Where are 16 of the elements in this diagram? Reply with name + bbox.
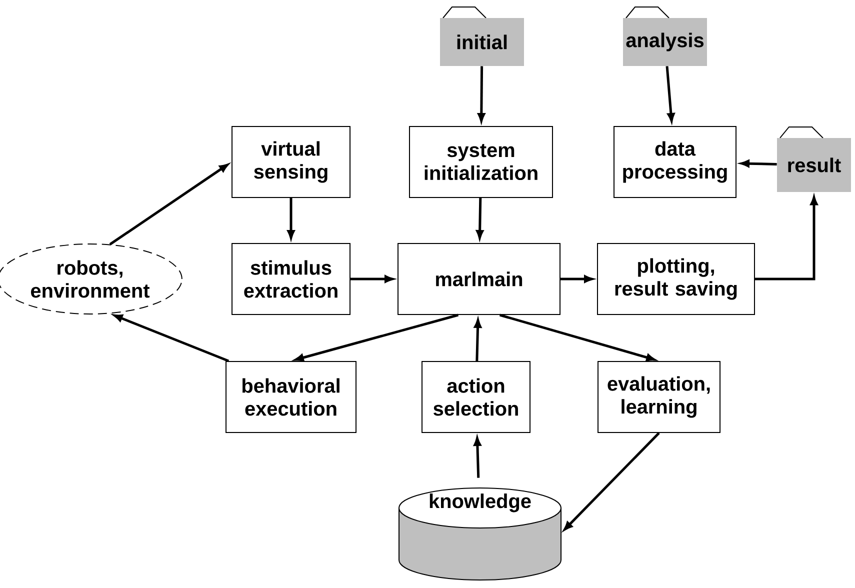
process-box: marlmain <box>398 243 560 315</box>
folder-box: result <box>777 126 851 192</box>
database-cylinder: knowledge <box>398 488 562 580</box>
process-box: data processing <box>614 126 736 198</box>
folder-box: initial <box>440 6 524 66</box>
process-box: virtual sensing <box>232 126 350 198</box>
process-box: stimulus extraction <box>232 243 350 315</box>
process-box: behavioral execution <box>226 361 356 433</box>
process-box: system initialization <box>409 126 553 198</box>
folder-box: analysis <box>623 6 707 66</box>
process-box: evaluation, learning <box>598 361 720 433</box>
process-box: plotting, result saving <box>597 243 755 315</box>
arrow <box>109 164 228 246</box>
process-box: action selection <box>422 361 530 433</box>
arrow <box>114 314 230 362</box>
arrow <box>564 432 660 530</box>
